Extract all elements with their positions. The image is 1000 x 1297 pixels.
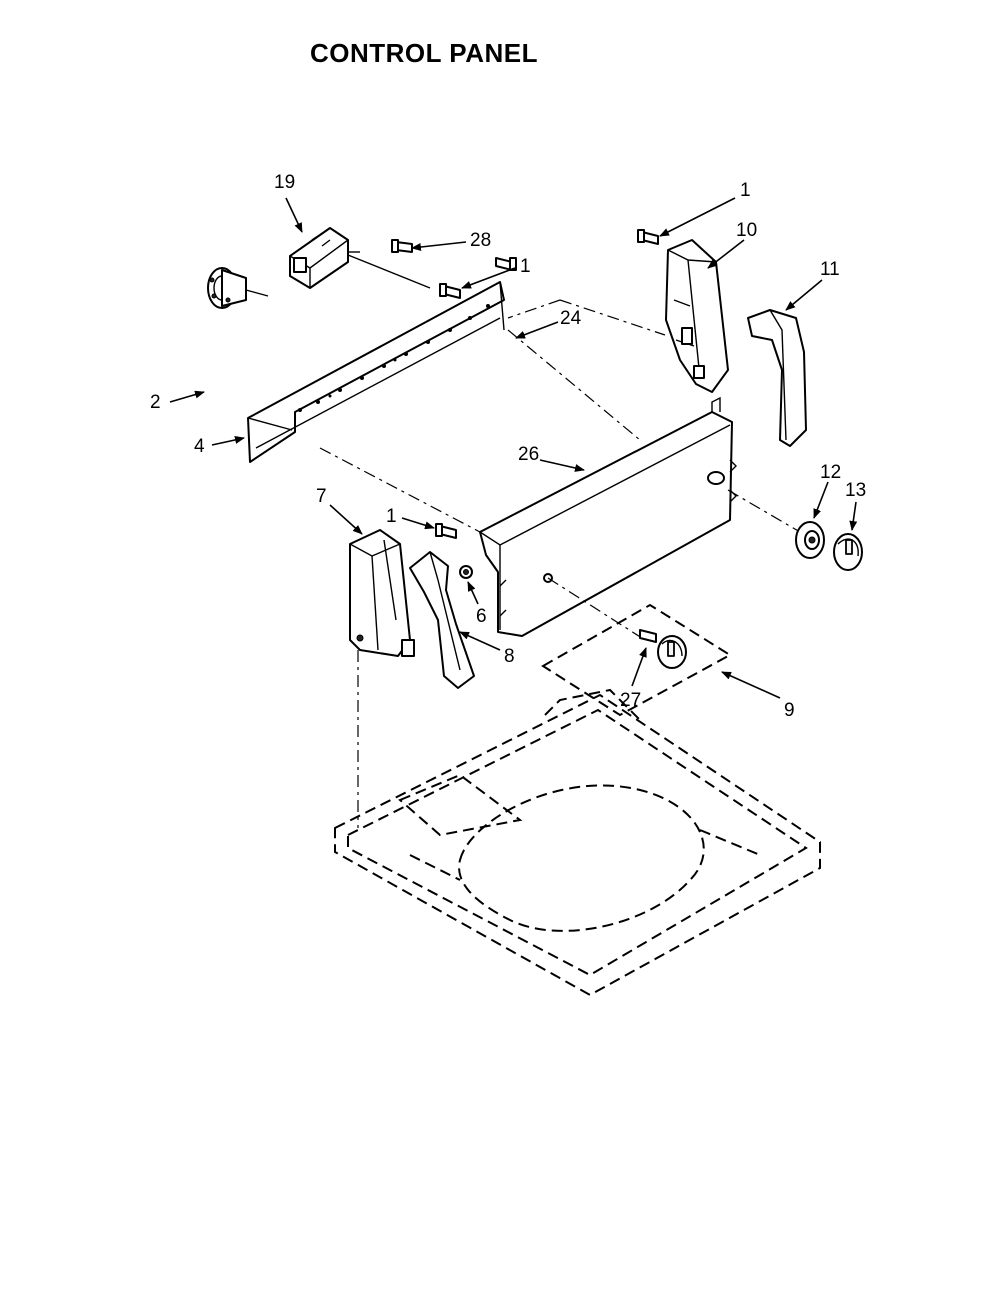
screw-6 — [459, 565, 473, 579]
callout-8: 8 — [504, 646, 515, 667]
callout-19: 19 — [274, 172, 295, 193]
callout-10: 10 — [736, 220, 757, 241]
selector-knob — [657, 635, 687, 669]
console-panel — [479, 396, 737, 637]
timer — [289, 227, 360, 289]
right-end-trim — [747, 309, 807, 447]
leader-arrows — [169, 197, 858, 699]
right-end-cap — [665, 239, 729, 393]
callout-28: 28 — [470, 230, 491, 251]
screw-1-left — [435, 523, 457, 539]
washer-top-outline — [334, 688, 821, 997]
callout-12: 12 — [820, 462, 841, 483]
screw-27 — [639, 629, 657, 643]
timer-knob-bezel — [795, 521, 825, 559]
callout-27: 27 — [620, 690, 641, 711]
timer-shaft — [347, 254, 431, 289]
screw-1-top — [439, 283, 461, 299]
left-end-trim — [409, 551, 475, 689]
callout-6: 6 — [476, 606, 487, 627]
callout-labels: 19 28 1 24 2 4 1 10 11 26 12 13 7 1 6 8 … — [150, 172, 866, 721]
left-end-cap — [349, 529, 415, 657]
callout-9: 9 — [784, 700, 795, 721]
screw-1-right — [637, 229, 659, 245]
callout-1-top: 1 — [520, 256, 531, 277]
screw-28 — [391, 239, 413, 253]
callout-1-right: 1 — [740, 180, 751, 201]
callout-26: 26 — [518, 444, 539, 465]
timer-knob — [833, 533, 863, 571]
callout-1-left: 1 — [386, 506, 397, 527]
control-rail — [247, 281, 505, 463]
rotary-switch — [207, 267, 269, 309]
callout-7: 7 — [316, 486, 327, 507]
callout-4: 4 — [194, 436, 205, 457]
screw-24 — [495, 257, 517, 271]
callout-13: 13 — [845, 480, 866, 501]
assembly-outline — [319, 299, 801, 641]
diagram-title: CONTROL PANEL — [310, 38, 538, 68]
callout-11: 11 — [820, 259, 840, 280]
callout-2: 2 — [150, 392, 161, 413]
callout-24: 24 — [560, 308, 582, 329]
